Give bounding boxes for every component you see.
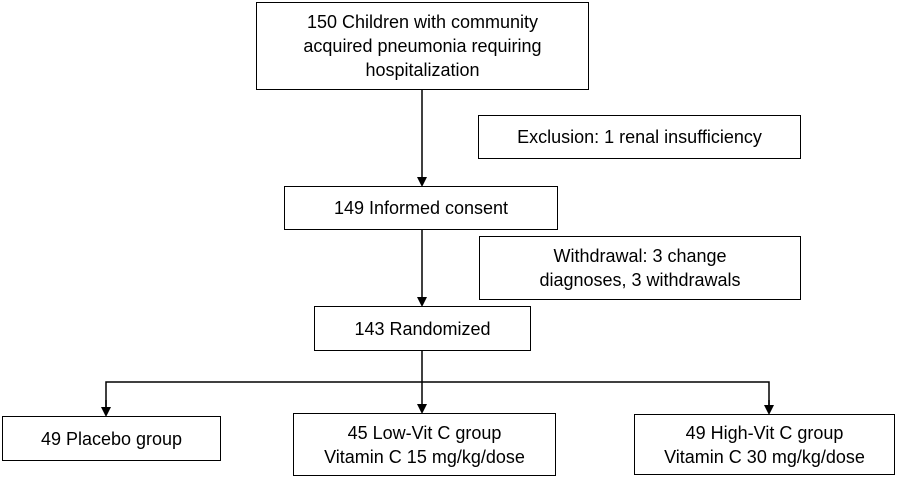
high-vit-c-line-2: Vitamin C 30 mg/kg/dose bbox=[664, 446, 865, 467]
randomized-text: 143 Randomized bbox=[354, 318, 491, 339]
placebo-box: 49 Placebo group bbox=[2, 416, 221, 461]
branch-line bbox=[105, 381, 770, 412]
low-vit-c-line-2: Vitamin C 15 mg/kg/dose bbox=[324, 446, 525, 467]
enrolled-line-1: 150 Children with community bbox=[306, 12, 539, 32]
low-vit-c-line-1: 45 Low-Vit C group bbox=[347, 422, 502, 443]
low-vit-c-box: 45 Low-Vit C group Vitamin C 15 mg/kg/do… bbox=[293, 413, 556, 476]
withdrawal-box: Withdrawal: 3 change diagnoses, 3 withdr… bbox=[479, 236, 801, 300]
high-vit-c-line-1: 49 High-Vit C group bbox=[685, 422, 844, 443]
enrolled-box: 150 Children with community acquired pne… bbox=[256, 2, 589, 90]
high-vit-c-box: 49 High-Vit C group Vitamin C 30 mg/kg/d… bbox=[634, 414, 895, 475]
withdrawal-line-2: diagnoses, 3 withdrawals bbox=[539, 270, 741, 290]
exclusion-text: Exclusion: 1 renal insufficiency bbox=[517, 127, 762, 147]
enrolled-line-2: acquired pneumonia requiring bbox=[303, 36, 542, 56]
randomized-box: 143 Randomized bbox=[314, 306, 531, 351]
exclusion-box: Exclusion: 1 renal insufficiency bbox=[478, 115, 801, 159]
consent-box: 149 Informed consent bbox=[284, 186, 558, 230]
placebo-text: 49 Placebo group bbox=[40, 428, 183, 449]
withdrawal-line-1: Withdrawal: 3 change bbox=[553, 246, 727, 266]
enrolled-line-3: hospitalization bbox=[365, 60, 480, 80]
consent-text: 149 Informed consent bbox=[333, 198, 509, 218]
